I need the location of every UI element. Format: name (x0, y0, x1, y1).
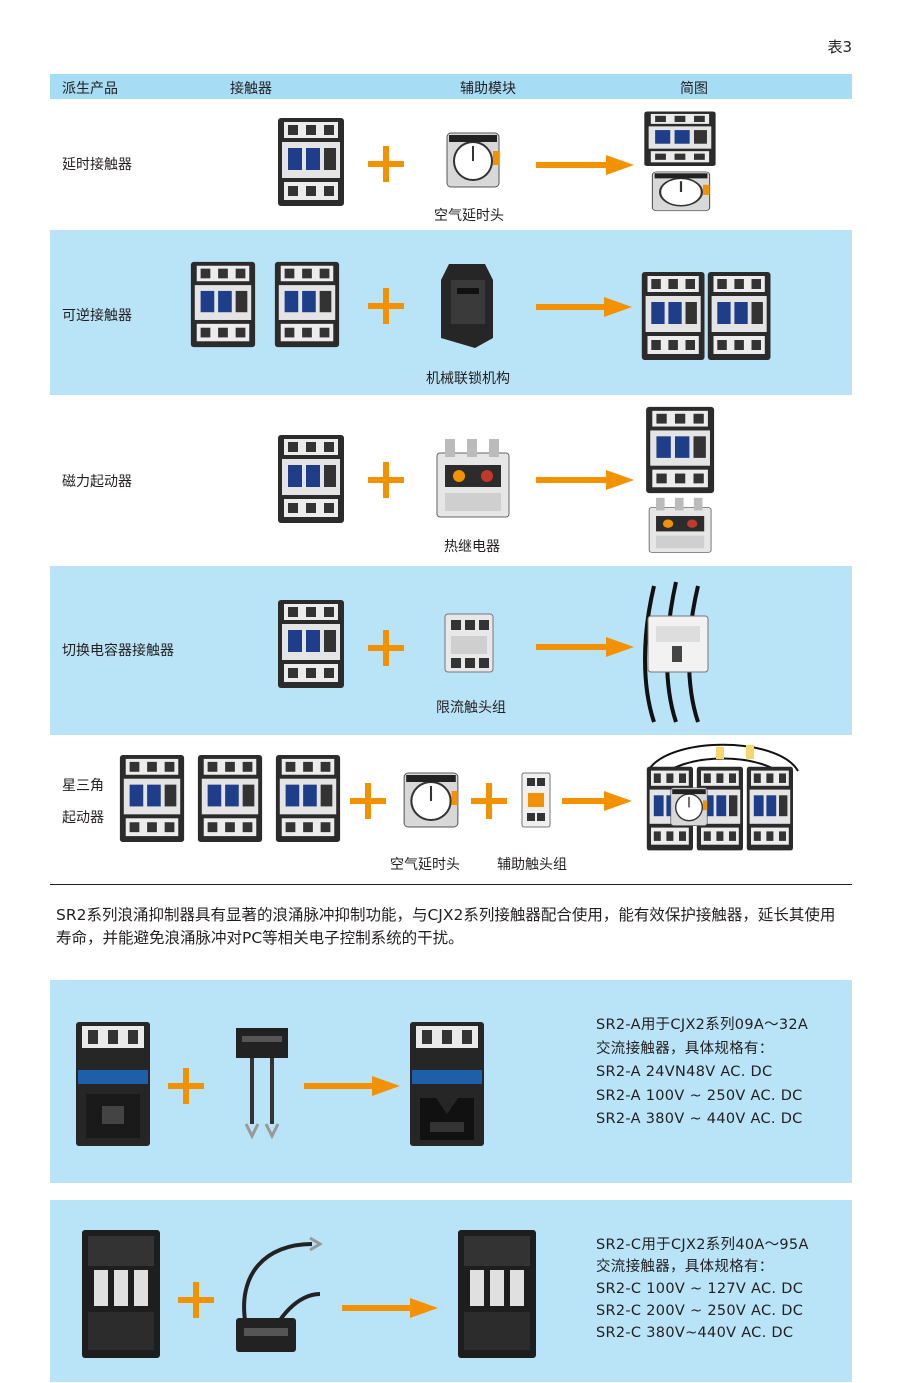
contactor-image (116, 751, 188, 845)
sr2a-spec: SR2-A用于CJX2系列09A～32A 交流接触器，具体规格有： SR2-A … (596, 1014, 808, 1132)
row-star-delta-starter: 星三角 起动器 空气延时头 辅助触头组 (50, 735, 852, 884)
arrow-right-icon (304, 1076, 400, 1096)
interlock-image (435, 258, 497, 353)
arrow-right-icon (536, 297, 632, 317)
spec-line: SR2-C 100V ~ 127V AC. DC (596, 1281, 804, 1297)
contactor-image (274, 114, 348, 209)
timer-head-image (443, 129, 503, 191)
surge-suppressor-image (216, 1234, 328, 1358)
plus-icon (368, 462, 404, 498)
contactor-with-suppressor-image (452, 1226, 542, 1364)
module-caption: 限流触头组 (436, 700, 506, 716)
divider (50, 884, 852, 885)
arrow-right-icon (342, 1298, 438, 1318)
header-contactor: 接触器 (230, 81, 272, 97)
row-reversing-contactor: 可逆接触器 机械联锁机构 (50, 230, 852, 395)
contactor-with-suppressor-image (406, 1018, 488, 1150)
contactor-image (271, 258, 343, 350)
timer-head-image (400, 769, 462, 831)
row-label: 切换电容器接触器 (62, 643, 174, 659)
contactor-image (76, 1226, 166, 1364)
module-caption: 空气延时头 (434, 208, 504, 224)
sr2c-panel: SR2-C用于CJX2系列40A～95A 交流接触器，具体规格有： SR2-C … (50, 1200, 852, 1382)
plus-icon (178, 1282, 214, 1318)
module-caption: 机械联锁机构 (426, 371, 510, 387)
thermal-relay-image (431, 435, 515, 521)
sr2c-spec: SR2-C用于CJX2系列40A～95A 交流接触器，具体规格有： SR2-C … (596, 1234, 809, 1344)
spec-line: 交流接触器，具体规格有： (596, 1040, 774, 1057)
module-caption-2: 辅助触头组 (497, 857, 567, 873)
spec-line: SR2-A用于CJX2系列09A～32A (596, 1017, 809, 1033)
row-label-line2: 起动器 (62, 810, 104, 826)
row-label: 磁力起动器 (62, 474, 132, 490)
header-diagram: 简图 (680, 81, 708, 97)
row-label: 可逆接触器 (62, 308, 132, 324)
arrow-right-icon (536, 470, 634, 490)
plus-icon (368, 288, 404, 324)
plus-icon (368, 146, 404, 182)
spec-line: SR2-A 380V ~ 440V AC. DC (596, 1111, 803, 1127)
arrow-right-icon (562, 791, 632, 811)
spec-line: SR2-C 380V~440V AC. DC (596, 1325, 794, 1341)
spec-line: SR2-C用于CJX2系列40A～95A (596, 1237, 809, 1253)
star-delta-starter-image (638, 741, 804, 859)
plus-icon (168, 1068, 204, 1104)
current-limit-contact-image (439, 610, 499, 676)
row-label: 延时接触器 (62, 157, 132, 173)
contactor-image (274, 596, 348, 691)
row-capacitor-contactor: 切换电容器接触器 限流触头组 (50, 566, 852, 735)
arrow-right-icon (536, 637, 634, 657)
row-magnetic-starter: 磁力起动器 热继电器 (50, 395, 852, 566)
arrow-right-icon (536, 155, 634, 175)
capacitor-contactor-image (636, 576, 716, 726)
table-header: 派生产品 接触器 辅助模块 简图 (50, 74, 852, 99)
row-delay-contactor: 延时接触器 空气延时头 (50, 99, 852, 230)
module-caption: 热继电器 (444, 539, 500, 555)
header-product: 派生产品 (62, 81, 118, 97)
contactor-image (194, 751, 266, 845)
delay-contactor-image (640, 109, 720, 214)
spec-line: SR2-C 200V ~ 250V AC. DC (596, 1303, 804, 1319)
contactor-image (72, 1018, 154, 1150)
reversing-contactor-image (638, 268, 774, 364)
module-caption: 空气延时头 (390, 857, 460, 873)
magnetic-starter-image (642, 403, 718, 555)
table-label: 表3 (827, 38, 852, 56)
spec-line: SR2-A 24VN48V AC. DC (596, 1064, 773, 1080)
plus-icon (471, 783, 507, 819)
contactor-image (272, 751, 344, 845)
sr2a-panel: SR2-A用于CJX2系列09A～32A 交流接触器，具体规格有： SR2-A … (50, 980, 852, 1183)
row-label-line1: 星三角 (62, 778, 104, 794)
contactor-image (187, 258, 259, 350)
plus-icon (350, 783, 386, 819)
spec-line: SR2-A 100V ~ 250V AC. DC (596, 1087, 803, 1104)
spec-line: 交流接触器，具体规格有： (596, 1259, 774, 1275)
header-module: 辅助模块 (460, 81, 516, 97)
surge-suppressor-image (232, 1024, 292, 1146)
contactor-image (274, 431, 348, 526)
description-paragraph: SR2系列浪涌抑制器具有显著的浪涌脉冲抑制功能，与CJX2系列接触器配合使用，能… (56, 906, 836, 947)
plus-icon (368, 630, 404, 666)
auxiliary-contact-image (518, 769, 554, 831)
